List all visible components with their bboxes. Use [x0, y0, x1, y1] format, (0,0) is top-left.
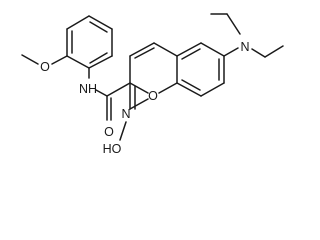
ring-oxygen-label: O: [148, 89, 158, 103]
bond: [176, 42, 202, 57]
bond: [153, 42, 178, 57]
bond: [21, 54, 39, 65]
amide-nh-label: NH: [79, 82, 97, 96]
bond: [223, 47, 239, 57]
molecule-drawing: N O O O NH N HO: [21, 13, 284, 156]
bond: [119, 121, 127, 141]
imine-nitrogen-label: N: [121, 107, 130, 121]
bond: [176, 82, 202, 97]
bond: [129, 42, 155, 57]
bond: [129, 98, 149, 110]
bond: [88, 15, 113, 30]
bond: [106, 82, 131, 97]
double-bond-inner: [89, 21, 108, 33]
amide-group: [88, 67, 131, 121]
bond: [200, 82, 225, 97]
bond: [66, 55, 90, 69]
bond: [226, 13, 241, 35]
double-bond-inner: [134, 47, 155, 59]
bond: [88, 55, 113, 69]
hydroxyl-label: HO: [103, 142, 122, 156]
structure-diagram: N O O O NH N HO: [21, 13, 284, 156]
bond: [251, 48, 266, 58]
pyran-ring: [129, 42, 178, 94]
bond: [264, 45, 284, 58]
bond: [129, 82, 149, 94]
double-bond-inner: [181, 48, 201, 60]
double-bond-inner: [89, 52, 108, 64]
bond: [95, 89, 108, 97]
oxime-group: [119, 82, 149, 141]
bond: [158, 82, 178, 94]
double-bond-inner: [181, 79, 201, 91]
bond: [66, 15, 90, 30]
methoxyphenyl-ring: [21, 15, 113, 69]
benzo-ring: [176, 42, 225, 97]
bond: [51, 55, 68, 65]
amine-nitrogen-label: N: [240, 40, 249, 54]
diethylamino-group: [210, 13, 284, 58]
methoxy-oxygen-label: O: [40, 60, 50, 74]
bond: [200, 42, 225, 57]
carbonyl-oxygen-label: O: [104, 125, 114, 139]
